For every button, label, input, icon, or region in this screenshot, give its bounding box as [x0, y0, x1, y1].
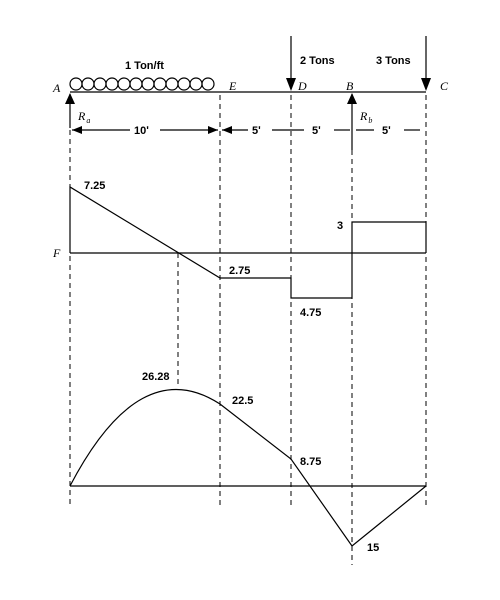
moment-value-e: 22.5 — [232, 395, 253, 407]
point-e-label: E — [228, 79, 237, 93]
dimension-line: 10ʹ 5ʹ 5ʹ 5ʹ — [72, 125, 420, 137]
reaction-b-arrowhead — [347, 93, 357, 104]
shear-curve — [69, 185, 427, 299]
point-b-label: B — [346, 79, 354, 93]
shear-value-b: 3 — [337, 220, 343, 232]
distributed-load-label: 1 Ton/ft — [125, 60, 164, 72]
dim-ae-label: 10ʹ — [134, 125, 149, 137]
shear-value-a: 7.25 — [84, 180, 105, 192]
section-guides — [69, 95, 427, 565]
point-d-label: D — [297, 79, 307, 93]
shear-axis-label: F — [52, 246, 61, 260]
load-circle — [81, 77, 95, 91]
point-c-label: C — [440, 79, 449, 93]
beam-section: 1 Ton/ft 2 Tons 3 Tons A — [52, 36, 449, 150]
reaction-a-arrowhead — [65, 93, 75, 104]
reaction-a-sub: a — [86, 116, 90, 125]
load-circle — [165, 77, 179, 91]
bending-moment-diagram: 26.28 22.5 8.75 15 — [69, 371, 427, 554]
moment-value-b: 15 — [367, 542, 379, 554]
reaction-b-label: Rb — [359, 109, 372, 125]
load-circle — [93, 77, 107, 91]
load-circle — [117, 77, 131, 91]
dim-db-label: 5ʹ — [312, 125, 321, 137]
reaction-b-main: R — [359, 109, 368, 123]
dim-arrowhead — [72, 126, 82, 134]
reaction-a-main: R — [77, 109, 86, 123]
load-c-label: 3 Tons — [376, 55, 411, 67]
point-a-label: A — [52, 81, 61, 95]
load-circle — [141, 77, 155, 91]
shear-value-e: 2.75 — [229, 265, 250, 277]
load-circle — [153, 77, 167, 91]
load-d-arrowhead — [286, 78, 296, 91]
load-circle — [177, 77, 191, 91]
reaction-a-label: Ra — [77, 109, 90, 125]
moment-value-peak: 26.28 — [142, 371, 170, 383]
dim-bc-label: 5ʹ — [382, 125, 391, 137]
dim-arrowhead — [222, 126, 232, 134]
moment-value-d: 8.75 — [300, 456, 321, 468]
load-circle — [69, 77, 83, 91]
dim-ed-label: 5ʹ — [252, 125, 261, 137]
load-c-arrowhead — [421, 78, 431, 91]
reaction-b-sub: b — [368, 116, 372, 125]
load-circle — [189, 77, 203, 91]
load-circle — [105, 77, 119, 91]
dim-arrowhead — [208, 126, 218, 134]
shear-value-d: 4.75 — [300, 307, 321, 319]
moment-curve — [69, 388, 427, 547]
load-d-label: 2 Tons — [300, 55, 335, 67]
load-circle — [201, 77, 215, 91]
distributed-load-circles — [69, 77, 215, 91]
shear-force-diagram: F 7.25 2.75 4.75 3 — [52, 180, 427, 319]
load-circle — [129, 77, 143, 91]
